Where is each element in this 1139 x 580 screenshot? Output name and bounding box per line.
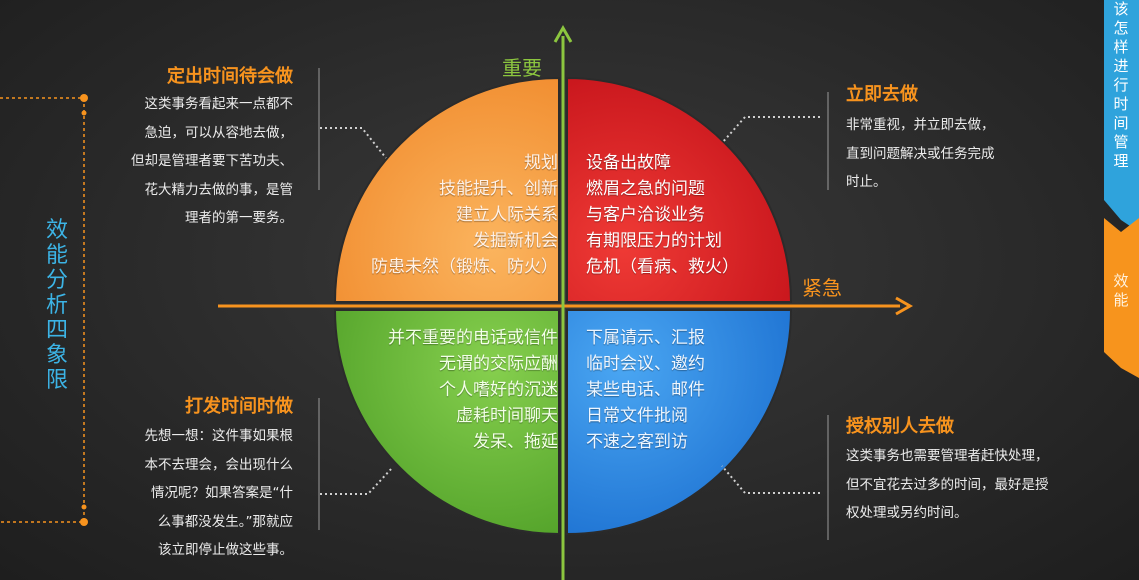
right-tab-top-char: 怎 — [1113, 19, 1129, 37]
list-item: 发呆、拖延 — [473, 432, 558, 452]
list-item: 某些电话、邮件 — [586, 380, 705, 400]
list-item: 无谓的交际应酬 — [439, 354, 558, 374]
desc-line: 本不去理会，会出现什么 — [144, 456, 294, 473]
desc-line: 理者的第一要务。 — [185, 210, 293, 226]
desc-line: 直到问题解决或任务完成 — [846, 145, 995, 162]
axis-label-urgent: 紧急 — [802, 276, 842, 300]
desc-line: 急迫，可以从容地去做， — [144, 124, 294, 141]
list-item: 并不重要的电话或信件 — [388, 328, 558, 348]
side-title-char: 分 — [45, 268, 68, 293]
side-bracket — [0, 94, 88, 526]
connector-bottom-right — [721, 465, 820, 494]
right-tab-top-text: 该怎样进行时间管理 — [1103, 0, 1139, 200]
vertical-axis-arrow — [553, 24, 573, 43]
right-tab-top-char: 时 — [1113, 95, 1129, 113]
desc-line: 么事都没发生。”那就应 — [157, 513, 293, 530]
list-item: 防患未然（锻炼、防火） — [371, 257, 558, 277]
list-item: 临时会议、邀约 — [586, 354, 705, 374]
side-title-char: 析 — [45, 293, 68, 318]
title-top-left: 定出时间待会做 — [167, 66, 293, 87]
title-bottom-left: 打发时间时做 — [185, 396, 293, 417]
quadrant-top-right-items: 设备出故障 燃眉之急的问题 与客户洽谈业务 有期限压力的计划 危机（看病、救火） — [586, 150, 739, 280]
desc-line: 非常重视，并立即去做， — [846, 117, 995, 133]
right-tab-bottom-char: 效 — [1113, 272, 1129, 290]
list-item: 发掘新机会 — [473, 231, 558, 251]
quadrant-top-left — [333, 76, 560, 303]
side-title: 效能分析四象限 — [40, 218, 74, 393]
quadrant-bottom-left — [333, 309, 560, 536]
right-tab-top-char: 间 — [1113, 114, 1129, 132]
side-title-char: 能 — [45, 243, 68, 268]
list-item: 有期限压力的计划 — [586, 231, 722, 251]
desc-line: 这类事务看起来一点都不 — [144, 96, 294, 112]
connector-bottom-left — [320, 467, 393, 495]
side-title-char: 限 — [45, 368, 68, 393]
right-tab-top-char: 行 — [1113, 76, 1129, 94]
title-top-right: 立即去做 — [846, 84, 918, 105]
desc-top-right: 非常重视，并立即去做， 直到问题解决或任务完成 时止。 — [846, 111, 995, 197]
desc-line: 权处理或另约时间。 — [846, 505, 968, 521]
list-item: 危机（看病、救火） — [586, 257, 739, 277]
right-tab-top-char: 样 — [1113, 38, 1129, 56]
list-item: 燃眉之急的问题 — [586, 179, 705, 199]
desc-bottom-right: 这类事务也需要管理者赶快处理， 但不宜花去过多的时间，最好是授 权处理或另约时间… — [846, 442, 1049, 528]
title-bottom-right: 授权别人去做 — [846, 416, 954, 437]
desc-top-left: 这类事务看起来一点都不 急迫，可以从容地去做， 但却是管理者要下苦功夫、 花大精… — [131, 90, 293, 233]
list-item: 下属请示、汇报 — [586, 328, 705, 348]
connector-top-left — [320, 127, 387, 159]
list-item: 日常文件批阅 — [586, 406, 688, 426]
side-title-char: 四 — [45, 318, 68, 343]
axis-label-important: 重要 — [502, 56, 542, 80]
desc-bottom-left: 先想一想：这件事如果根 本不去理会，会出现什么 情况呢？如果答案是“什 么事都没… — [145, 422, 294, 565]
list-item: 建立人际关系 — [456, 205, 558, 225]
desc-line: 先想一想：这件事如果根 — [144, 428, 294, 444]
desc-line: 时止。 — [846, 174, 887, 190]
desc-line: 这类事务也需要管理者赶快处理， — [846, 448, 1049, 464]
list-item: 设备出故障 — [586, 153, 671, 173]
quadrant-top-right — [566, 76, 793, 303]
quadrant-bottom-left-items: 并不重要的电话或信件 无谓的交际应酬 个人嗜好的沉迷 虚耗时间聊天 发呆、拖延 — [388, 325, 558, 455]
right-tab-top-char: 理 — [1113, 152, 1129, 170]
right-tab-top-char: 管 — [1113, 133, 1129, 151]
desc-line: 该立即停止做这些事。 — [158, 542, 293, 558]
list-item: 个人嗜好的沉迷 — [439, 380, 558, 400]
list-item: 规划 — [524, 153, 558, 173]
desc-line: 但不宜花去过多的时间，最好是授 — [846, 476, 1049, 493]
right-tab-bottom-text: 效能 — [1103, 272, 1139, 332]
right-tab-top-char: 该 — [1113, 0, 1129, 18]
list-item: 不速之客到访 — [586, 432, 688, 452]
quadrant-top-left-items: 规划 技能提升、创新 建立人际关系 发掘新机会 防患未然（锻炼、防火） — [371, 150, 558, 280]
quadrant-bottom-right-items: 下属请示、汇报 临时会议、邀约 某些电话、邮件 日常文件批阅 不速之客到访 — [586, 325, 705, 455]
right-tab-top-char: 进 — [1113, 57, 1129, 75]
right-tab-orange — [1104, 218, 1139, 378]
horizontal-axis-arrow — [895, 296, 914, 316]
connector-top-right — [721, 116, 820, 144]
desc-line: 情况呢？如果答案是“什 — [151, 485, 293, 501]
quadrant-bottom-right — [566, 309, 793, 536]
side-title-char: 象 — [45, 343, 68, 368]
side-title-char: 效 — [45, 218, 68, 243]
desc-line: 但却是管理者要下苦功夫、 — [131, 153, 293, 169]
right-tab-blue — [1104, 0, 1139, 232]
list-item: 虚耗时间聊天 — [456, 406, 558, 426]
list-item: 技能提升、创新 — [439, 179, 558, 199]
desc-line: 花大精力去做的事，是管 — [144, 181, 294, 198]
list-item: 与客户洽谈业务 — [586, 205, 705, 225]
right-tab-bottom-char: 能 — [1113, 291, 1129, 309]
